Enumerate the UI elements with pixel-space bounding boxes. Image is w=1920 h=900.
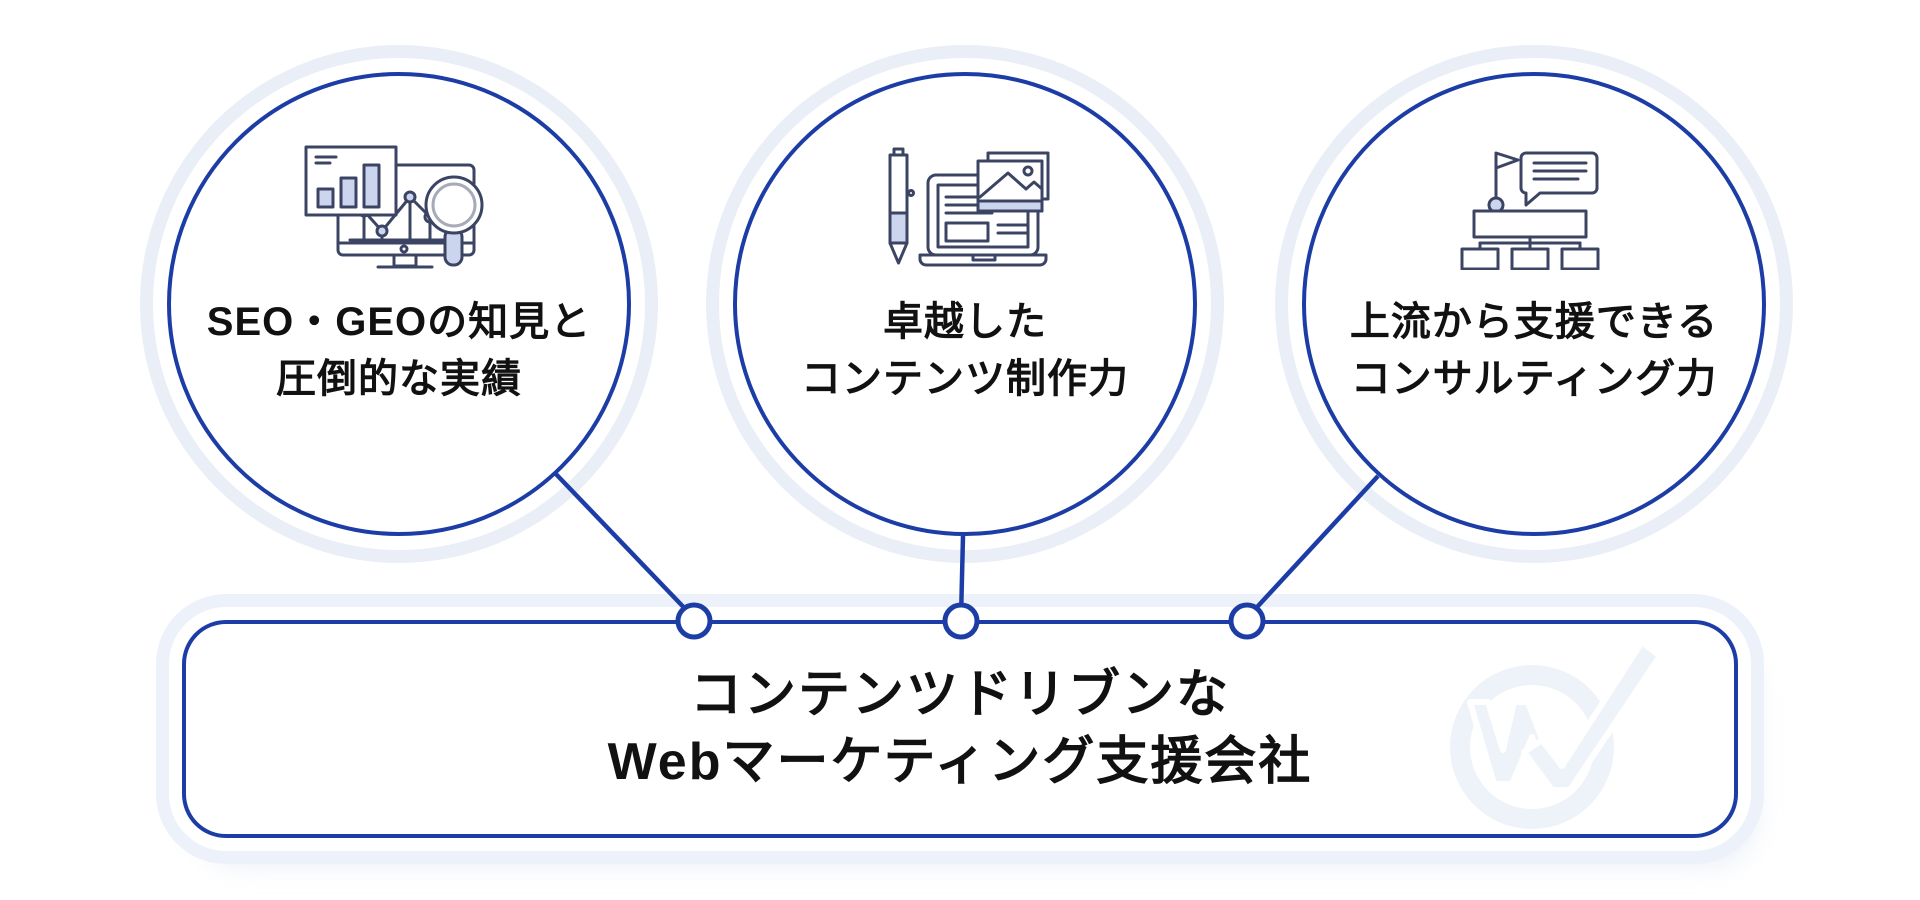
feature-circle-consulting: 上流から支援できる コンサルティング力 [1302, 72, 1766, 536]
connector-line-left [552, 470, 696, 620]
conclusion-title-line1: コンテンツドリブンな [689, 666, 1230, 724]
feature-circle-seo-geo: SEO・GEOの知見と 圧倒的な実績 [167, 72, 631, 536]
feature-caption: 卓越した コンテンツ制作力 [801, 294, 1129, 408]
analytics-monitor-magnifier-icon [304, 145, 494, 268]
conclusion-title: コンテンツドリブンな Webマーケティング支援会社 [608, 662, 1313, 796]
connector-line-right [1245, 474, 1380, 620]
feature-caption-line2: コンサルティング力 [1350, 357, 1718, 401]
connector-line-center [958, 535, 966, 619]
flag-orgchart-consulting-icon [1454, 146, 1614, 270]
conclusion-box: コンテンツドリブンな Webマーケティング支援会社 [182, 620, 1738, 838]
pen-laptop-content-icon [870, 146, 1060, 268]
w-checkmark-logo-watermark [1450, 639, 1662, 829]
feature-circle-content: 卓越した コンテンツ制作力 [733, 72, 1197, 536]
feature-caption: SEO・GEOの知見と 圧倒的な実績 [207, 294, 591, 408]
feature-caption-line1: SEO・GEOの知見と [206, 300, 592, 344]
feature-caption: 上流から支援できる コンサルティング力 [1350, 294, 1718, 408]
feature-caption-line2: コンテンツ制作力 [801, 357, 1129, 401]
feature-caption-line2: 圧倒的な実績 [275, 357, 522, 401]
feature-caption-line1: 卓越した [883, 300, 1047, 344]
conclusion-title-line2: Webマーケティング支援会社 [607, 733, 1313, 791]
feature-caption-line1: 上流から支援できる [1349, 300, 1719, 344]
